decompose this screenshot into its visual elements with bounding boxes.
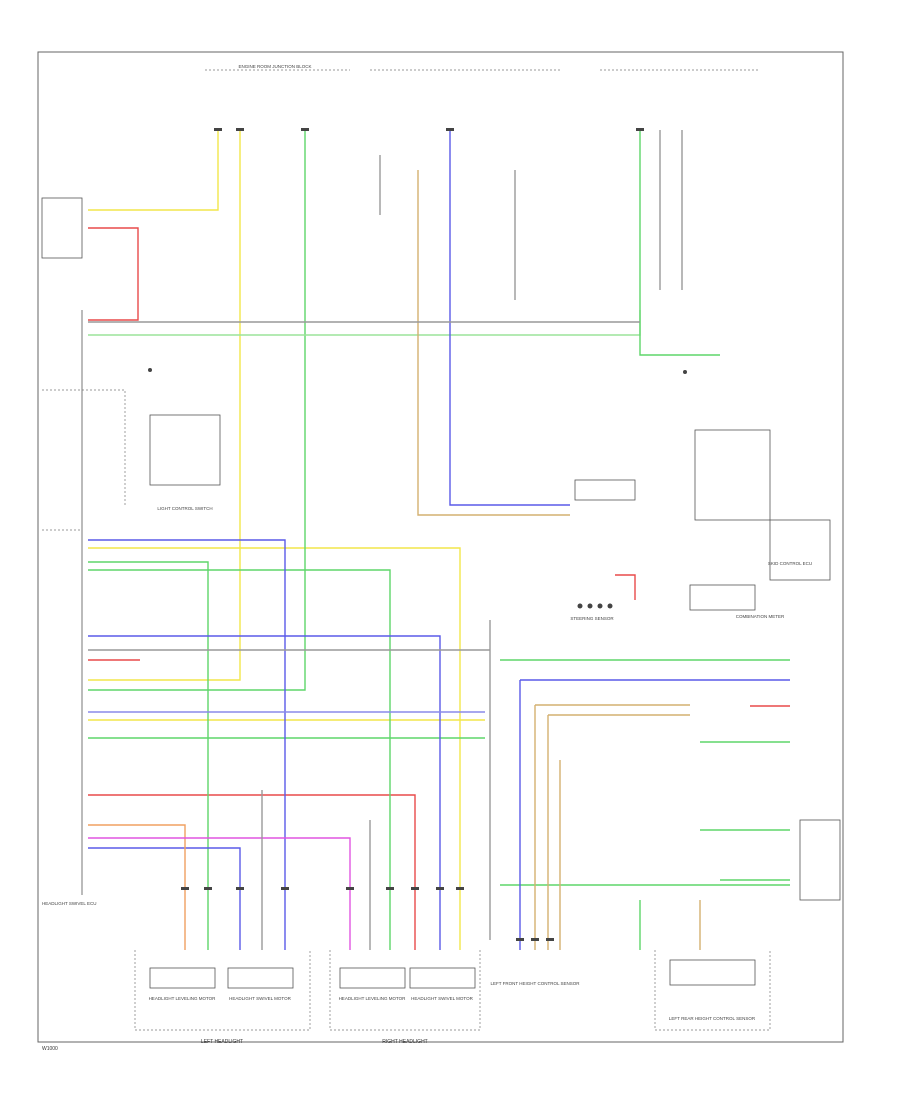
label-rear-height-sensor: LEFT REAR HEIGHT CONTROL SENSOR [669,1016,756,1021]
label-right-headlight: RIGHT HEADLIGHT [382,1039,427,1045]
diagram-frame [37,51,844,1043]
diagram-code: W1000 [42,1046,58,1052]
label-right-leveling-motor: HEADLIGHT LEVELING MOTOR [339,996,407,1001]
label-abs-ecu: SKID CONTROL ECU [768,561,812,566]
wires [88,130,790,950]
label-junction-block: ENGINE ROOM JUNCTION BLOCK [238,64,311,69]
afs-ecu-connector [42,310,126,895]
label-steering-sensor: STEERING SENSOR [570,616,614,621]
rear-height-sensor-assembly [654,950,771,1031]
fuse-block-top [41,69,841,901]
connector-markers [148,128,687,941]
label-left-headlight: LEFT HEADLIGHT [201,1039,243,1045]
label-left-leveling-motor: HEADLIGHT LEVELING MOTOR [149,996,217,1001]
label-right-swivel-motor: HEADLIGHT SWIVEL MOTOR [411,996,473,1001]
label-combination-meter: COMBINATION METER [736,614,785,619]
right-headlight-assembly [329,950,481,1031]
label-light-switch: LIGHT CONTROL SWITCH [157,506,212,511]
label-front-height-sensor: LEFT FRONT HEIGHT CONTROL SENSOR [490,981,580,986]
label-left-swivel-motor: HEADLIGHT SWIVEL MOTOR [229,996,291,1001]
label-afs-ecu: HEADLIGHT SWIVEL ECU [42,901,97,906]
left-headlight-assembly [134,950,311,1031]
